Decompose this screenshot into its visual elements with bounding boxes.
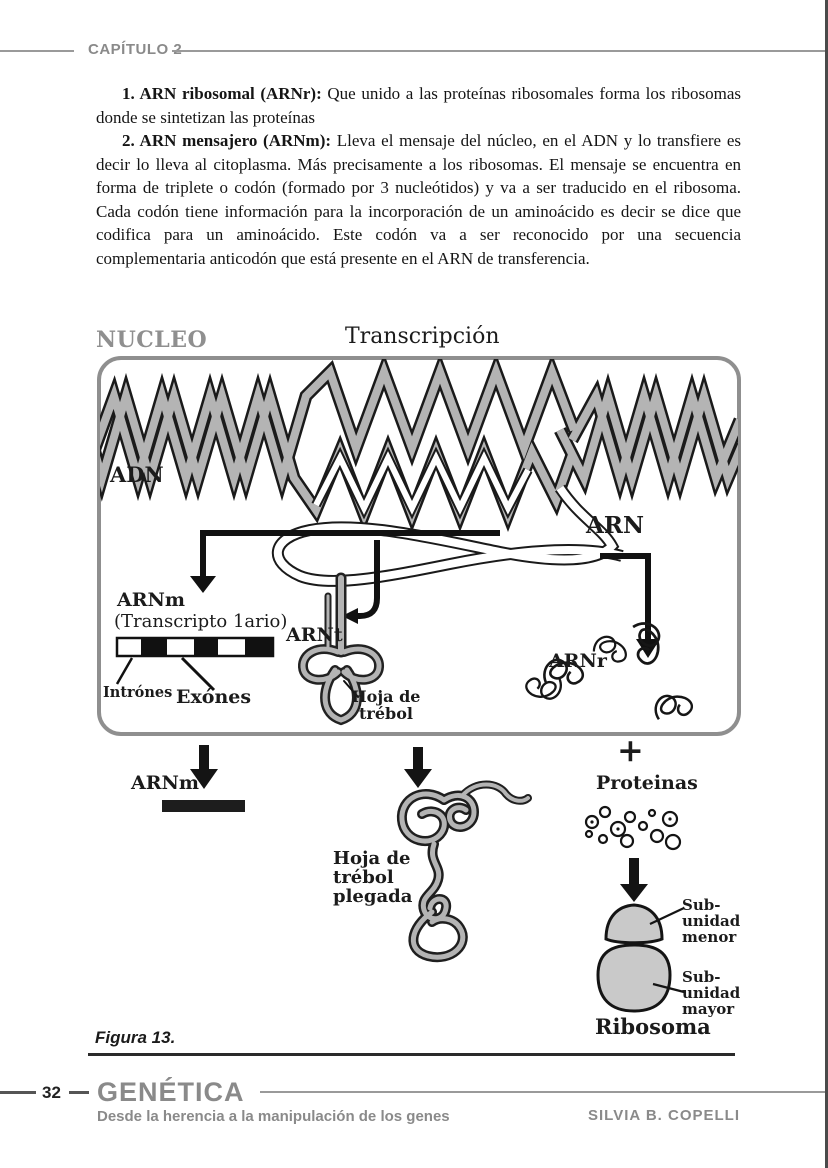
figure-caption: Figura 13. [95, 1028, 176, 1047]
paragraph-lead: 2. ARN mensajero (ARNm): [122, 131, 332, 150]
nascent-rna-strand [311, 446, 533, 520]
exon-pointer-line [180, 656, 216, 692]
large-subunit-label: Sub-unidad mayor [682, 968, 741, 1018]
block-arrow-folded [404, 747, 432, 788]
mature-arnm-bar [162, 800, 245, 812]
dna-label: ADN [110, 462, 164, 487]
protein-blobs [584, 805, 682, 851]
small-subunit-label: Sub-unidad menor [682, 896, 741, 946]
intron-pointer-line [115, 657, 134, 685]
small-subunit-pointer-line [649, 907, 685, 925]
large-subunit-pointer-line [652, 982, 685, 994]
block-arrow-ribosome [620, 858, 648, 902]
scan-edge-shadow [825, 0, 828, 1168]
arnm-mature-label: ARNm [131, 772, 200, 794]
ribosome-large-subunit [596, 943, 672, 1013]
arnt-label: ARNt [286, 624, 343, 646]
folded-cloverleaf-label: Hoja de trébol plegada [333, 848, 413, 907]
caption-rule [88, 1053, 735, 1056]
rna-label: ARN [586, 512, 644, 539]
nucleus-region-label: NUCLEO [96, 327, 208, 353]
paragraph-body: Lleva el mensaje del núcleo, en el ADN y… [96, 131, 741, 268]
ribosome-small-subunit [604, 903, 664, 945]
exons-label: Exónes [176, 686, 252, 708]
paragraph-arn-ribosomal: 1. ARN ribosomal (ARNr): Que unido a las… [96, 82, 741, 129]
book-title: GENÉTICA [97, 1077, 245, 1107]
transcription-title: Transcripción [345, 324, 500, 349]
arnt-cloverleaf [298, 572, 384, 726]
introns-label: Intrónes [103, 684, 173, 701]
arrow-to-arnt [342, 540, 380, 624]
chapter-heading: CAPÍTULO 2 [88, 41, 183, 58]
paragraph-arn-mensajero: 2. ARN mensajero (ARNm): Lleva el mensaj… [96, 129, 741, 270]
footer-rule-left [0, 1091, 36, 1094]
cloverleaf-pointer-line [343, 680, 359, 698]
header-rule-right [172, 50, 828, 52]
footer-dash [69, 1091, 89, 1094]
page-number: 32 [42, 1083, 61, 1102]
ribosome-diagram [596, 903, 685, 1013]
body-text: 1. ARN ribosomal (ARNr): Que unido a las… [96, 82, 741, 270]
footer-rule-right [260, 1091, 828, 1093]
arnr-label: ARNr [549, 650, 607, 672]
arrow-to-arnm [190, 530, 500, 593]
author-name: SILVIA B. COPELLI [587, 1107, 740, 1124]
proteins-label: Proteinas [596, 772, 698, 794]
cloverleaf-label: Hoja de trébol [351, 687, 421, 723]
block-arrow-arnm [190, 745, 218, 789]
primary-transcript-bar [115, 636, 275, 692]
folded-cloverleaf [396, 780, 532, 963]
book-subtitle: Desde la herencia a la manipulación de l… [97, 1108, 450, 1125]
ribosome-label: Ribosoma [595, 1014, 711, 1039]
arnm-primary-label: ARNm [117, 589, 186, 611]
header-rule-left [0, 50, 74, 52]
paragraph-body: Que unido a las proteínas ribosomales fo… [96, 84, 741, 127]
primary-transcript-label: (Transcripto 1ario) [114, 611, 288, 632]
plus-sign: + [617, 731, 644, 769]
paragraph-lead: 1. ARN ribosomal (ARNr): [122, 84, 322, 103]
